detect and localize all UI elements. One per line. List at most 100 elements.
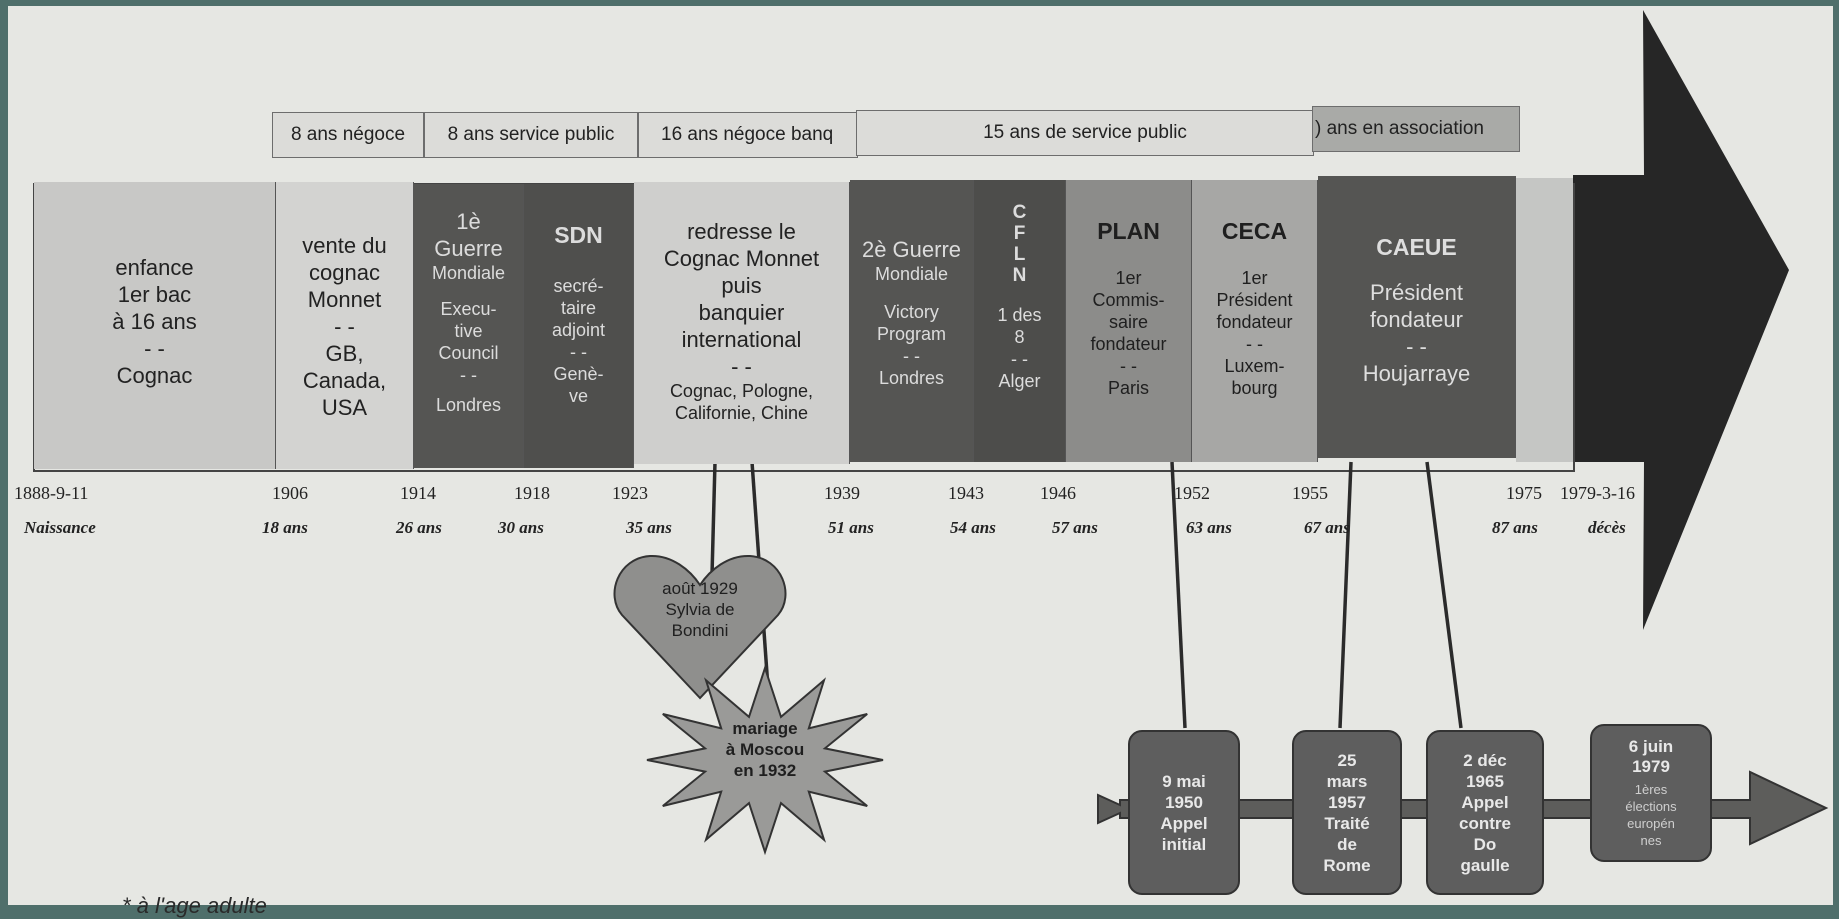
timeline-arrow-head (1573, 10, 1789, 630)
block-enfance-line-2: 1er bac (117, 282, 192, 307)
block-guerre-1: 1è Guerre Mondiale Execu- tive Council -… (414, 184, 524, 468)
age-naissance: Naissance (24, 518, 96, 537)
block-redresse-line-6: - - (731, 354, 752, 379)
age-deces: décès (1588, 518, 1626, 537)
block-guerre-1-line-3: Execu- (440, 299, 497, 319)
block-vente-line-7: USA (321, 395, 368, 420)
heart-shape (613, 554, 787, 700)
phase-service-public-8: 8 ans service public (424, 112, 638, 158)
block-ceca: CECA 1er Président fondateur - - Luxem- … (1192, 180, 1318, 462)
block-enfance-line-4: - - (144, 336, 165, 361)
year-1918: 1918 (514, 483, 550, 503)
year-1914: 1914 (400, 483, 436, 503)
block-cfln-line-2: 8 (1014, 327, 1025, 347)
block-ceca-line-6: bourg (1231, 378, 1278, 398)
age-26: 26 ans (396, 518, 442, 537)
year-1923: 1923 (612, 483, 648, 503)
block-cfln-line-3: - - (1011, 349, 1028, 369)
block-sdn-line-2: taire (560, 298, 596, 318)
block-cfln-line-1: 1 des (997, 305, 1042, 325)
event-1979-sub: 1ères élections europén nes (1625, 782, 1677, 848)
age-18: 18 ans (262, 518, 308, 537)
block-sdn-line-1: secré- (553, 276, 604, 296)
year-1939: 1939 (824, 483, 860, 503)
block-guerre-1-title: 1è (456, 209, 481, 234)
phase-association: ) ans en association (1312, 106, 1520, 152)
block-redresse-sub-1: Cognac, Pologne, (669, 381, 814, 401)
block-plan-line-3: saire (1108, 312, 1148, 332)
block-ceca-line-3: fondateur (1216, 312, 1293, 332)
phase-negoce-16: 16 ans négoce banq (638, 112, 858, 158)
block-guerre-2-line-6: Londres (878, 368, 945, 388)
block-redresse-sub-2: Californie, Chine (674, 403, 809, 423)
block-guerre-2: 2è Guerre Mondiale Victory Program - - L… (850, 180, 974, 462)
block-guerre-1-line-7: Londres (435, 395, 502, 415)
block-guerre-2-title: 2è Guerre (861, 237, 962, 262)
footnote: * à l'age adulte (122, 893, 267, 918)
heart-connector (710, 461, 717, 576)
year-1943: 1943 (948, 483, 984, 503)
event-1979-title: 6 juin 1979 (1628, 737, 1674, 776)
block-sdn-line-4: - - (570, 342, 587, 362)
heart-label: août 1929 Sylvia de Bondini (662, 579, 738, 640)
age-35: 35 ans (626, 518, 672, 537)
year-1955: 1955 (1292, 483, 1328, 503)
age-63: 63 ans (1186, 518, 1232, 537)
connector-1950 (1170, 461, 1187, 729)
block-caeue-title: CAEUE (1376, 234, 1457, 260)
age-30: 30 ans (498, 518, 544, 537)
block-guerre-1-title2: Guerre (434, 236, 503, 261)
block-vente-line-2: cognac (309, 260, 380, 285)
block-redresse-line-3: puis (721, 273, 762, 298)
block-enfance-line-3: à 16 ans (112, 309, 197, 334)
age-57: 57 ans (1052, 518, 1098, 537)
block-sdn-line-6: ve (568, 386, 588, 406)
year-1952: 1952 (1174, 483, 1210, 503)
block-guerre-1-line-1: Mondiale (431, 263, 506, 283)
block-sdn-title: SDN (554, 222, 603, 248)
block-enfance-line-5: Cognac (116, 363, 193, 388)
block-ceca-line-4: - - (1246, 334, 1263, 354)
block-guerre-2-line-1: Mondiale (874, 264, 949, 284)
block-guerre-1-line-6: - - (460, 365, 477, 385)
year-1946: 1946 (1040, 483, 1076, 503)
block-ceca-line-2: Président (1216, 290, 1293, 310)
block-enfance-line-1: enfance (115, 255, 194, 280)
block-plan-line-6: Paris (1107, 378, 1149, 398)
block-guerre-1-line-5: Council (438, 343, 499, 363)
block-vente-line-1: vente du (302, 233, 387, 258)
phase-negoce-8: 8 ans négoce (272, 112, 424, 158)
block-vente: vente du cognac Monnet - - GB, Canada, U… (276, 182, 414, 469)
block-redresse-line-4: banquier (698, 300, 785, 325)
event-1950: 9 mai 1950 Appel initial (1128, 730, 1240, 895)
age-51: 51 ans (828, 518, 874, 537)
star-label: mariage à Moscou en 1932 (725, 719, 805, 780)
year-1906: 1906 (272, 483, 308, 503)
block-vente-line-4: - - (334, 314, 355, 339)
block-cfln: C F L N 1 des 8 - - Alger (974, 180, 1066, 462)
block-redresse-line-2: Cognac Monnet (663, 246, 820, 271)
age-54: 54 ans (950, 518, 996, 537)
block-vente-line-3: Monnet (307, 287, 382, 312)
connector-1965 (1425, 461, 1463, 729)
year-1888: 1888-9-11 (14, 483, 89, 503)
phase-service-public-15: 15 ans de service public (856, 110, 1314, 156)
block-vente-line-5: GB, (325, 341, 364, 366)
event-1979: 6 juin 1979 1ères élections europén nes (1590, 724, 1712, 862)
age-67: 67 ans (1304, 518, 1350, 537)
block-guerre-2-line-4: Program (876, 324, 947, 344)
age-87: 87 ans (1492, 518, 1538, 537)
event-1957: 25 mars 1957 Traité de Rome (1292, 730, 1402, 895)
block-plan-line-5: - - (1120, 356, 1137, 376)
block-guerre-2-line-3: Victory (884, 302, 939, 322)
block-caeue-line-3: - - (1406, 334, 1427, 359)
block-caeue-line-2: fondateur (1370, 307, 1463, 332)
block-plan: PLAN 1er Commis- saire fondateur - - Par… (1066, 180, 1192, 462)
block-ceca-title: CECA (1221, 218, 1288, 244)
block-enfance: enfance 1er bac à 16 ans - - Cognac (34, 182, 276, 469)
block-vente-line-6: Canada, (302, 368, 387, 393)
year-1979: 1979-3-16 (1560, 483, 1635, 503)
event-1965: 2 déc 1965 Appel contre Do gaulle (1426, 730, 1544, 895)
block-sdn-line-5: Genè- (553, 364, 604, 384)
